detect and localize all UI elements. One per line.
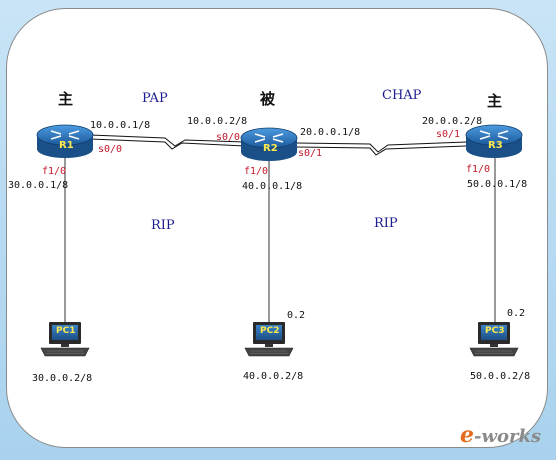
router-name-r1: R1 bbox=[59, 140, 74, 151]
pc3-host-label: 0.2 bbox=[507, 308, 526, 319]
address-r1-f1: 30.0.0.1/8 bbox=[8, 180, 69, 191]
pc3-icon[interactable] bbox=[469, 322, 519, 357]
eworks-watermark-logo: e-works bbox=[460, 422, 542, 448]
address-r3-s1: 20.0.0.2/8 bbox=[422, 116, 483, 127]
address-r2-f1: 40.0.0.1/8 bbox=[242, 181, 303, 192]
interface-r2-s00: s0/0 bbox=[216, 132, 241, 143]
pc-name-pc3: PC3 bbox=[485, 326, 505, 336]
diagram-panel bbox=[6, 8, 548, 448]
interface-r1-s00: s0/0 bbox=[98, 144, 123, 155]
router-name-r2: R2 bbox=[263, 143, 278, 154]
router-r3-icon[interactable] bbox=[465, 124, 523, 158]
address-pc2: 40.0.0.2/8 bbox=[243, 371, 304, 382]
pc2-host-label: 0.2 bbox=[287, 310, 306, 321]
address-r2-s1: 20.0.0.1/8 bbox=[300, 127, 361, 138]
interface-r2-f10: f1/0 bbox=[244, 166, 269, 177]
protocol-label-pap: PAP bbox=[142, 91, 168, 106]
address-r1-s0: 10.0.0.1/8 bbox=[90, 120, 151, 131]
address-r2-s0: 10.0.0.2/8 bbox=[187, 116, 248, 127]
address-r3-f1: 50.0.0.1/8 bbox=[467, 179, 528, 190]
interface-r1-f10: f1/0 bbox=[42, 166, 67, 177]
router-name-r3: R3 bbox=[488, 140, 503, 151]
serial-link-r1-r2 bbox=[89, 134, 246, 150]
interface-r3-s01: s0/1 bbox=[436, 129, 461, 140]
role-label-r1: 主 bbox=[58, 90, 74, 108]
serial-link-r2-r3 bbox=[295, 141, 467, 156]
pc2-icon[interactable] bbox=[244, 322, 294, 357]
address-pc1: 30.0.0.2/8 bbox=[32, 373, 93, 384]
protocol-label-chap: CHAP bbox=[382, 88, 422, 103]
rip-label-right: RIP bbox=[374, 216, 398, 231]
pc-name-pc2: PC2 bbox=[260, 326, 280, 336]
interface-r3-f10: f1/0 bbox=[466, 164, 491, 175]
interface-r2-s01: s0/1 bbox=[298, 148, 323, 159]
pc-name-pc1: PC1 bbox=[56, 326, 76, 336]
rip-label-left: RIP bbox=[151, 218, 175, 233]
router-r1-icon[interactable] bbox=[36, 124, 94, 158]
role-label-r3: 主 bbox=[487, 92, 503, 110]
role-label-r2: 被 bbox=[260, 90, 276, 108]
address-pc3: 50.0.0.2/8 bbox=[470, 371, 531, 382]
pc1-icon[interactable] bbox=[40, 322, 90, 357]
router-r2-icon[interactable] bbox=[240, 127, 298, 161]
